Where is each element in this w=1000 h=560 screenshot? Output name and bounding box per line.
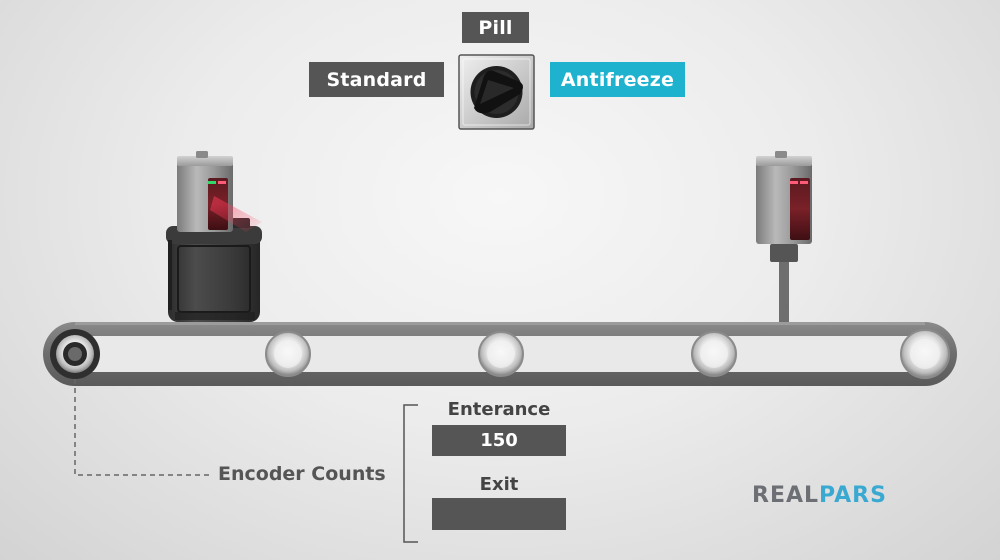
conveyor-roller-icon [691,331,737,377]
entrance-label: Enterance [447,399,551,420]
brand-logo: REALPARS [752,483,887,508]
brand-logo-part2: PARS [819,483,887,508]
conveyor-roller-icon [265,331,311,377]
mode-pill-label[interactable]: Pill [462,12,529,43]
encoder-counts-label: Encoder Counts [218,463,386,485]
mode-standard-label[interactable]: Standard [309,62,444,97]
counts-bracket [403,404,418,543]
antifreeze-jug-icon [166,218,262,322]
photoelectric-sensor-icon [177,151,262,232]
conveyor-roller-icon [900,329,950,379]
photoelectric-sensor-icon [756,151,812,322]
brand-logo-part1: REAL [752,483,820,508]
conveyor-roller-icon [478,331,524,377]
encoder-icon [50,329,100,379]
exit-label: Exit [479,474,519,495]
entrance-count-value: 150 [432,425,566,456]
selector-switch-icon[interactable] [458,54,535,130]
encoder-connector [74,379,212,476]
mode-antifreeze-label[interactable]: Antifreeze [550,62,685,97]
exit-count-value [432,498,566,530]
